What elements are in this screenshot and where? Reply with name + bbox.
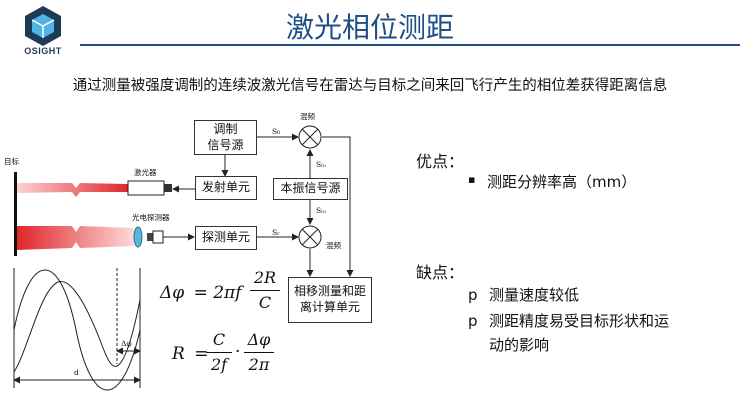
- detect-unit-label: 探测单元: [201, 230, 250, 245]
- oscillator-box: 本振信号源: [273, 178, 348, 200]
- mixer-bottom: [298, 225, 322, 249]
- return-beam: [17, 226, 134, 250]
- phase-formula: Δφ = 2πf: [160, 283, 242, 303]
- range-formula-bar1: [206, 352, 232, 353]
- range-formula-bar2: [244, 352, 274, 353]
- pros-heading: 优点：: [416, 152, 465, 171]
- s0-label: S₀: [272, 127, 281, 136]
- cons-item-2: 测距精度易受目标形状和运: [489, 312, 670, 330]
- range-formula-num1: C: [212, 330, 226, 349]
- target-bar: [14, 172, 17, 256]
- waveform-plot: [13, 268, 141, 391]
- range-formula-num2: Δφ: [247, 330, 271, 349]
- detect-unit-box: 探测单元: [195, 226, 257, 250]
- distance-label: d: [74, 368, 79, 377]
- phase-formula-eq: = 2πf: [193, 283, 242, 303]
- range-formula-lhs: R: [172, 344, 185, 364]
- logo-icon: [25, 6, 61, 46]
- detector-lens: [133, 226, 143, 248]
- modulation-source-box: 调制 信号源: [194, 120, 257, 155]
- range-formula: R =: [172, 344, 208, 364]
- mixer-bottom-label: 混频: [326, 241, 341, 250]
- range-formula-eq: =: [194, 344, 209, 364]
- laser-cap: [164, 184, 172, 192]
- range-formula-den2: 2π: [248, 355, 270, 374]
- oscillator-label: 本振信号源: [280, 181, 341, 196]
- mixer-top-label: 混频: [300, 112, 315, 121]
- cons-bullet-2: p: [468, 312, 478, 330]
- range-formula-dot: ·: [235, 342, 241, 362]
- logo: [8, 4, 78, 62]
- detector-housing: [152, 230, 164, 244]
- cons-item-2-cont: 动的影响: [489, 336, 550, 354]
- pros-bullet: ▪: [468, 173, 476, 186]
- modulation-source-label: 调制 信号源: [207, 121, 244, 152]
- phase-formula-num: 2R: [253, 268, 277, 287]
- sr-label: Sᵣ: [272, 228, 280, 237]
- detector-body: [147, 233, 153, 241]
- phase-formula-bar: [250, 290, 280, 291]
- slo-bottom-label: Sₗₒ: [316, 206, 326, 215]
- transmit-unit-box: 发射单元: [195, 176, 257, 200]
- delta-phi-label: Δφ: [121, 339, 132, 348]
- cons-heading: 缺点：: [416, 263, 465, 282]
- page-subtitle: 通过测量被强度调制的连续波激光信号在雷达与目标之间来回飞行产生的相位差获得距离信…: [72, 78, 668, 94]
- mixer-top: [298, 125, 322, 149]
- phase-formula-den: C: [258, 293, 272, 312]
- cons-item-1: 测量速度较低: [489, 286, 580, 304]
- detector-label: 光电探测器: [132, 213, 170, 222]
- title-divider: [80, 44, 740, 46]
- logo-text: OSIGHT: [24, 46, 62, 56]
- laser-device: [127, 180, 165, 196]
- slo-top-label: Sₗₒ: [316, 160, 326, 169]
- pros-item-1: 测距分辨率高（mm）: [487, 173, 637, 191]
- laser-label: 激光器: [134, 168, 157, 177]
- cons-bullet-1: p: [468, 286, 478, 304]
- phase-calc-box: 相移测量和距 离计算单元: [288, 277, 372, 323]
- range-formula-den1: 2f: [210, 355, 228, 374]
- target-label: 目标: [4, 157, 19, 166]
- transmit-unit-label: 发射单元: [201, 180, 250, 195]
- outgoing-beam: [17, 183, 128, 197]
- phase-calc-label: 相移测量和距 离计算单元: [293, 284, 366, 314]
- page-title: 激光相位测距: [285, 11, 454, 44]
- phase-formula-lhs: Δφ: [160, 283, 185, 303]
